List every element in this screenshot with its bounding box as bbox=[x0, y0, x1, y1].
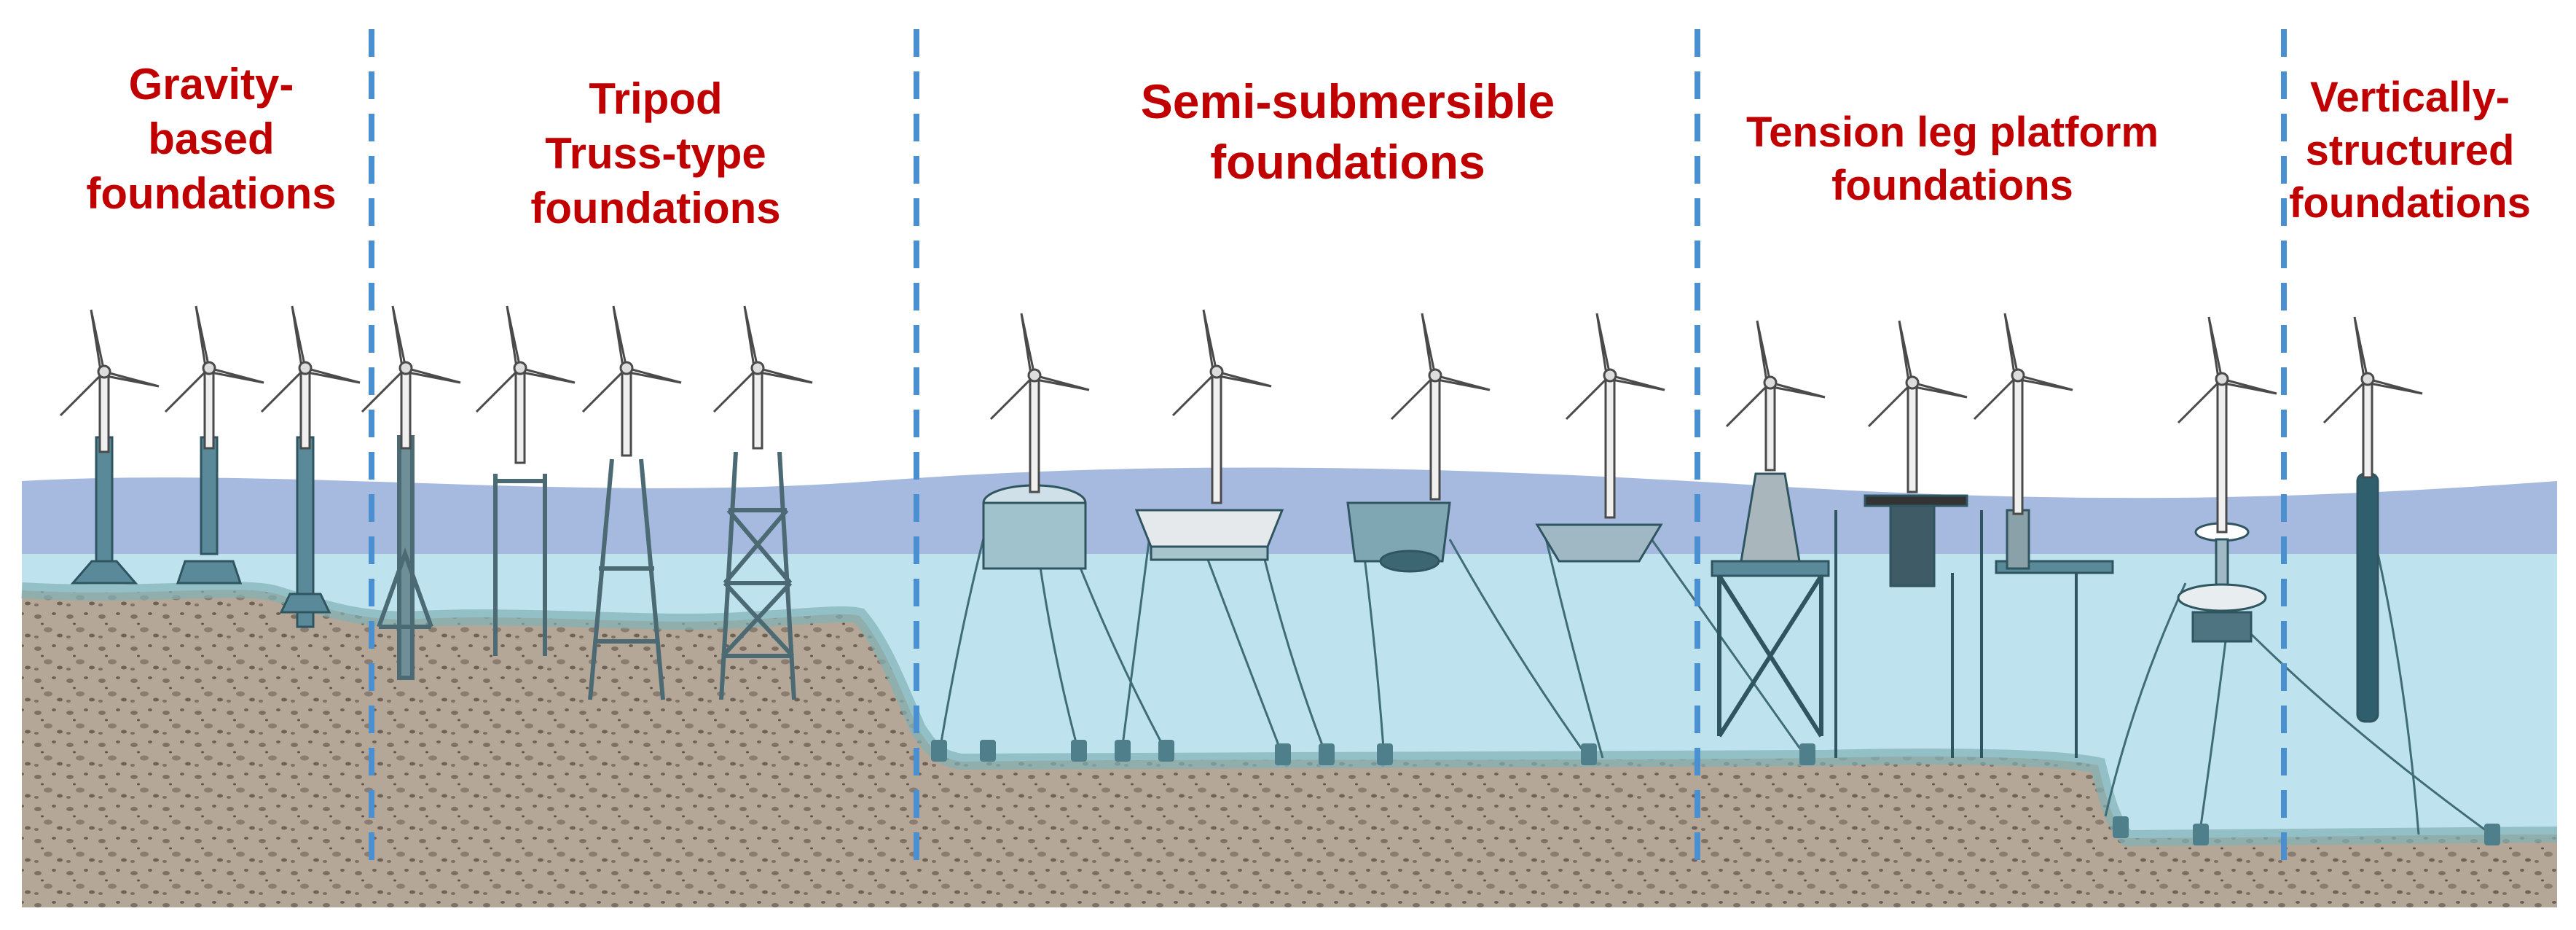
title-line: Truss-type bbox=[545, 129, 766, 178]
title-line: Tripod bbox=[589, 74, 723, 123]
title-line: Tension leg platform bbox=[1746, 109, 2159, 156]
gravity-base-icon bbox=[70, 436, 331, 628]
seabed-edge bbox=[21, 582, 2558, 847]
title-semi-submersible: Semi-submersible foundations bbox=[1056, 71, 1639, 192]
title-line: Gravity- bbox=[128, 60, 294, 109]
title-line: based bbox=[148, 114, 275, 163]
title-line: foundations bbox=[1210, 134, 1485, 189]
title-line: foundations bbox=[2289, 179, 2531, 227]
title-line: foundations bbox=[86, 169, 337, 218]
title-line: foundations bbox=[530, 184, 781, 232]
title-gravity-based: Gravity- based foundations bbox=[15, 57, 408, 221]
title-line: Semi-submersible bbox=[1140, 74, 1555, 128]
title-tripod-truss: Tripod Truss-type foundations bbox=[437, 71, 874, 235]
seabed bbox=[22, 590, 2557, 907]
title-line: foundations bbox=[1831, 161, 2073, 209]
title-vertically-structured: Vertically- structured foundations bbox=[2244, 71, 2576, 230]
semi-submersible-icon bbox=[982, 484, 1663, 573]
anchor-icon bbox=[931, 740, 2500, 845]
title-line: structured bbox=[2305, 126, 2515, 174]
title-tension-leg: Tension leg platform foundations bbox=[1676, 106, 2229, 212]
section-dividers bbox=[369, 29, 2287, 860]
tension-leg-icon bbox=[1711, 472, 2114, 758]
title-line: Vertically- bbox=[2309, 74, 2510, 121]
wind-turbine-icon bbox=[59, 305, 2423, 534]
